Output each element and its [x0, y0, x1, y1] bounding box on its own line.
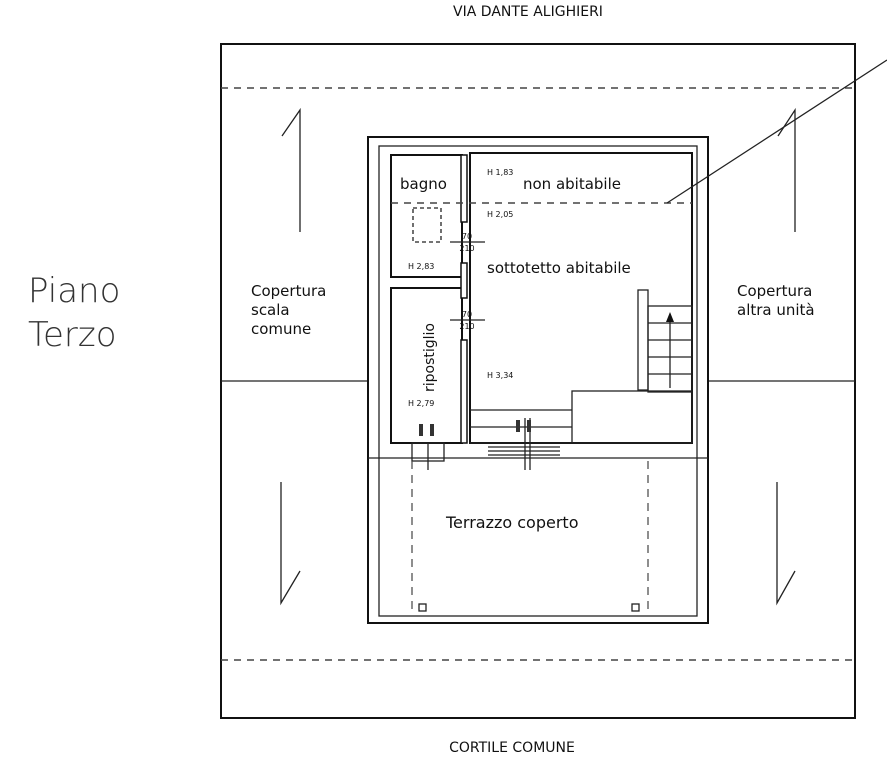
staircase — [647, 305, 693, 393]
unit-outer-wall — [367, 136, 709, 624]
slope-arrow-bottom-left — [280, 482, 301, 606]
room-label-bagno: bagno — [400, 175, 447, 193]
left-roof-line1: Copertura — [251, 282, 326, 300]
courtyard-label: CORTILE COMUNE — [449, 740, 575, 756]
room-label-non-abitabile: non abitabile — [523, 175, 621, 193]
right-roof-line1: Copertura — [737, 282, 812, 300]
height-bagno: H 2,83 — [408, 262, 434, 271]
height-non-abitabile: H 1,83 — [487, 168, 513, 177]
window-marks — [419, 420, 531, 436]
height-ripostiglio: H 2,79 — [408, 399, 434, 408]
height-limit: H 2,05 — [487, 210, 513, 219]
partition-stub-3 — [460, 339, 468, 444]
door1-height: 210 — [459, 244, 474, 253]
left-roof-line3: comune — [251, 320, 311, 338]
unit-inner-wall — [378, 145, 698, 617]
floor-label-line1: Piano — [28, 271, 120, 311]
floor-label-line2: Terzo — [28, 315, 117, 355]
room-label-sottotetto: sottotetto abitabile — [487, 259, 631, 277]
leader-line — [666, 59, 887, 204]
terrace-pillar-right — [631, 603, 640, 612]
left-roof-line2: scala — [251, 301, 290, 319]
room-label-terrazzo: Terrazzo coperto — [445, 513, 578, 532]
door2-height: 210 — [459, 322, 474, 331]
terrace-openings — [368, 442, 708, 470]
shower-tray — [412, 207, 442, 243]
threshold-steps — [470, 409, 572, 470]
street-label: VIA DANTE ALIGHIERI — [453, 4, 603, 20]
slope-arrow-bottom-right — [776, 482, 796, 606]
stair-rail — [637, 289, 649, 391]
slope-arrow-top-left — [281, 107, 301, 232]
height-main: H 3,34 — [487, 371, 513, 380]
terrace-pillar-left — [418, 603, 427, 612]
partition-stub-1 — [460, 154, 468, 223]
slope-arrow-top-right — [777, 107, 796, 232]
stair-landing — [571, 390, 693, 444]
bagno-room — [390, 154, 463, 278]
right-roof-line2: altra unità — [737, 301, 815, 319]
door1-width: 70 — [462, 232, 472, 241]
main-room — [469, 152, 693, 444]
partition-stub-2 — [460, 262, 468, 299]
door2-width: 70 — [462, 310, 472, 319]
room-label-ripostiglio: ripostiglio — [422, 323, 438, 392]
